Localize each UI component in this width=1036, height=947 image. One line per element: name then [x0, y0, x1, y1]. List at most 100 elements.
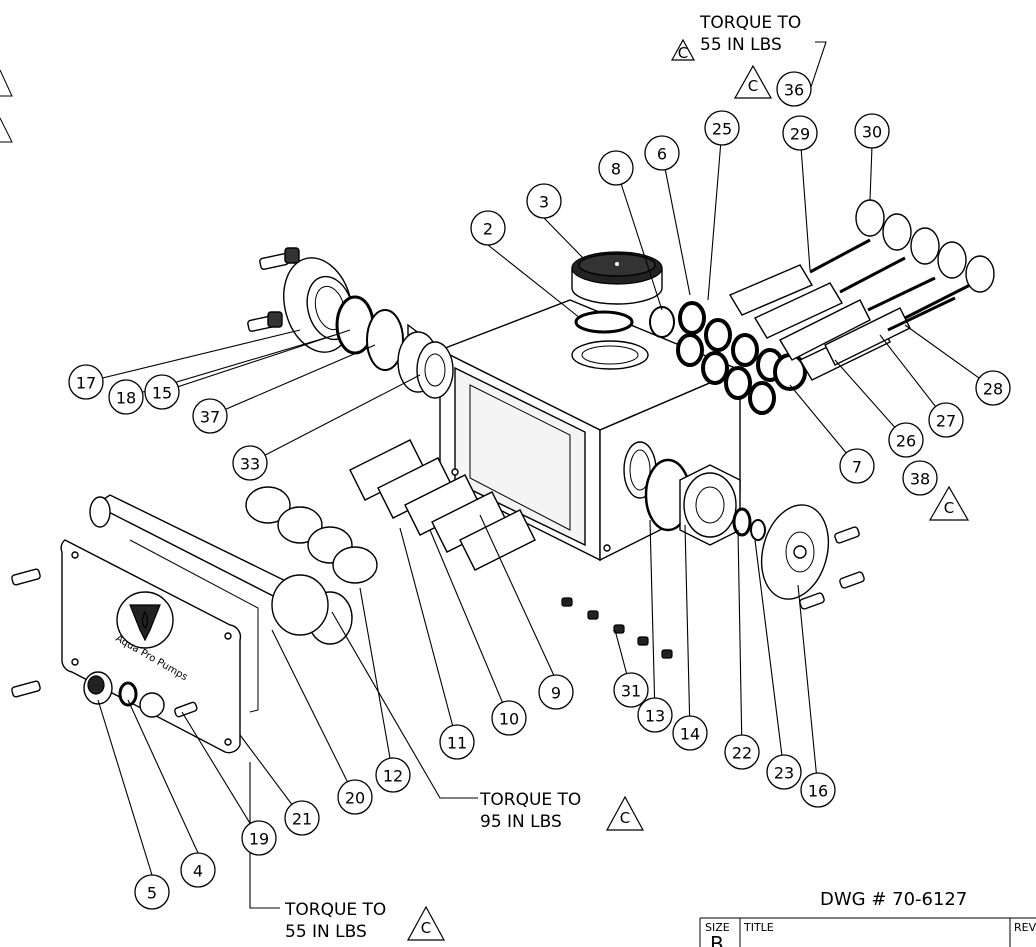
rev-label: REV — [1014, 921, 1036, 934]
drawing-number: DWG # 70-6127 — [820, 889, 967, 910]
right-flange-bolts — [799, 526, 865, 610]
plunger-sleeves-30 — [855, 199, 995, 293]
callout-33: 33 — [232, 445, 268, 481]
callout-38: 38 — [902, 460, 938, 496]
revision-triangle-38: C — [928, 485, 970, 521]
callout-2: 2 — [470, 210, 506, 246]
callout-circle — [782, 115, 818, 151]
callout-circle — [241, 820, 277, 856]
right-flange-16 — [760, 504, 830, 600]
callout-37: 37 — [192, 398, 228, 434]
callout-17: 17 — [68, 364, 104, 400]
callout-label: 28 — [983, 380, 1003, 399]
callout-label: 30 — [862, 123, 882, 142]
torque-note-top: C TORQUE TO 55 IN LBS — [670, 13, 801, 62]
callout-label: 11 — [447, 734, 467, 753]
callout-label: 16 — [808, 782, 828, 801]
callout-label: 2 — [483, 220, 493, 239]
callout-circle — [526, 183, 562, 219]
crankshaft — [89, 494, 353, 645]
callout-label: 21 — [292, 810, 312, 829]
callout-label: 31 — [621, 682, 641, 701]
callout-circle — [439, 724, 475, 760]
callout-22: 22 — [724, 734, 760, 770]
svg-text:C: C — [944, 499, 954, 517]
top-cap — [571, 251, 663, 305]
callout-label: 13 — [645, 707, 665, 726]
callout-14: 14 — [672, 715, 708, 751]
callout-label: 27 — [936, 412, 956, 431]
right-bearing-14 — [679, 464, 741, 546]
callout-label: 4 — [193, 862, 203, 881]
callout-label: 22 — [732, 744, 752, 763]
callout-circle — [704, 110, 740, 146]
callout-circle — [724, 734, 760, 770]
torque-note-bottom-line2: 55 IN LBS — [285, 922, 367, 942]
drain-plug-5 — [83, 671, 113, 705]
callout-circle — [637, 697, 673, 733]
callout-circle — [68, 364, 104, 400]
drain-o-ring-4 — [118, 681, 138, 707]
callout-29: 29 — [782, 115, 818, 151]
callout-label: 20 — [345, 789, 365, 808]
callout-label: 3 — [539, 193, 549, 212]
callout-circle — [613, 672, 649, 708]
cut-off-revision-triangles — [0, 69, 13, 143]
svg-text:C: C — [748, 77, 758, 95]
torque-note-mid-line2: 95 IN LBS — [480, 812, 562, 832]
svg-text:C: C — [678, 44, 688, 62]
callout-label: 15 — [152, 384, 172, 403]
torque-note-top-line1: TORQUE TO — [699, 13, 801, 33]
callout-circle — [491, 700, 527, 736]
callout-3: 3 — [526, 183, 562, 219]
callout-circle — [598, 150, 634, 186]
callout-21: 21 — [284, 800, 320, 836]
callout-label: 5 — [147, 884, 157, 903]
callout-circle — [232, 445, 268, 481]
callout-25: 25 — [704, 110, 740, 146]
callout-circle — [134, 874, 170, 910]
callout-6: 6 — [644, 135, 680, 171]
callout-label: 17 — [76, 374, 96, 393]
callout-label: 9 — [551, 684, 561, 703]
size-value: B — [710, 932, 724, 947]
callout-label: 6 — [657, 145, 667, 164]
callout-label: 18 — [116, 389, 136, 408]
callout-27: 27 — [928, 402, 964, 438]
callout-circle — [144, 374, 180, 410]
torque-note-middle: TORQUE TO 95 IN LBS C — [479, 790, 645, 832]
callout-36: 36 — [776, 71, 812, 107]
valve-seats — [649, 301, 807, 415]
callout-23: 23 — [766, 754, 802, 790]
callout-circle — [192, 398, 228, 434]
title-label: TITLE — [743, 921, 774, 934]
callout-bubbles: 2345678910111213141516171819202122232526… — [68, 71, 1011, 910]
callout-circle — [538, 674, 574, 710]
callout-19: 19 — [241, 820, 277, 856]
top-o-ring — [574, 310, 634, 334]
callout-circle — [284, 800, 320, 836]
callout-label: 25 — [712, 120, 732, 139]
rear-cover: Aqua Pro Pumps — [60, 539, 259, 754]
callout-12: 12 — [375, 757, 411, 793]
size-label: SIZE — [705, 921, 730, 934]
callout-15: 15 — [144, 374, 180, 410]
callout-label: 19 — [249, 830, 269, 849]
right-seal-22 — [732, 507, 752, 537]
left-bearing-33 — [397, 323, 454, 399]
callout-label: 29 — [790, 125, 810, 144]
callout-5: 5 — [134, 874, 170, 910]
callout-circle — [644, 135, 680, 171]
svg-text:C: C — [421, 919, 431, 937]
callout-30: 30 — [854, 113, 890, 149]
callout-circle — [776, 71, 812, 107]
torque-note-leaders — [249, 41, 827, 909]
left-o-ring-37 — [366, 309, 404, 371]
leader-lines — [85, 127, 994, 876]
callout-label: 23 — [774, 764, 794, 783]
callout-circle — [800, 772, 836, 808]
svg-text:C: C — [620, 809, 630, 827]
callout-9: 9 — [538, 674, 574, 710]
callout-10: 10 — [491, 700, 527, 736]
